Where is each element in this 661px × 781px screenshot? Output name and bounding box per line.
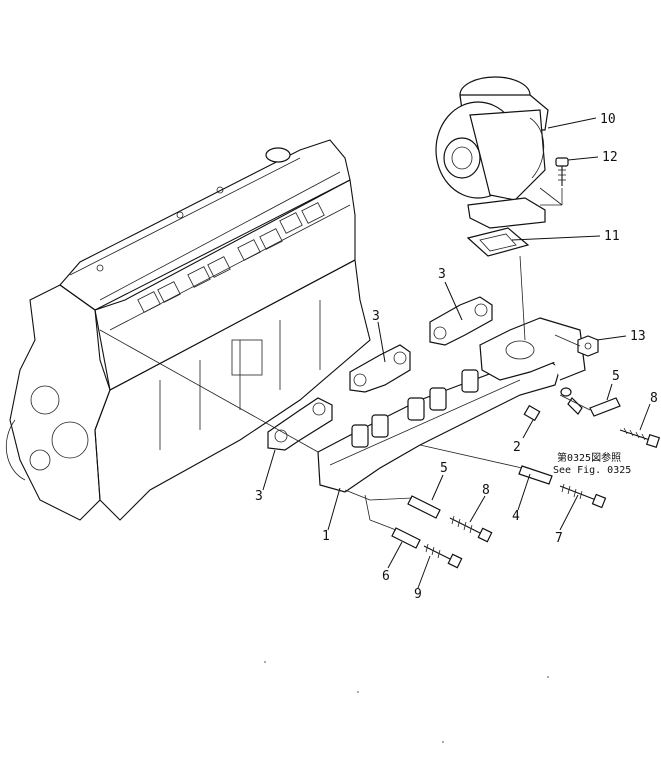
assembly-lines [99, 187, 591, 531]
callout-2: 2 [513, 440, 521, 455]
callout-4: 4 [512, 509, 520, 524]
callout-13: 13 [630, 329, 646, 344]
nut-13 [577, 335, 599, 357]
engine-block [6, 139, 371, 521]
callout-labels: 10 12 11 3 3 13 5 8 2 3 5 8 4 1 7 6 9 [255, 112, 658, 602]
callout-9: 9 [414, 587, 422, 602]
leader-lines [262, 117, 651, 589]
bolt-12 [555, 157, 569, 186]
callout-1: 1 [322, 529, 330, 544]
callout-11: 11 [604, 229, 620, 244]
callout-5-right: 5 [612, 369, 620, 384]
turbocharger [435, 76, 549, 229]
callout-3-lower: 3 [255, 489, 263, 504]
bolt-8-lower [449, 515, 493, 543]
stud-2 [523, 387, 583, 422]
reference-note-en: See Fig. 0325 [553, 465, 631, 476]
gasket-3-middle [349, 344, 411, 393]
callout-10: 10 [600, 112, 616, 127]
gasket-3-lower-left [267, 397, 333, 451]
callout-8-lower: 8 [482, 483, 490, 498]
callout-3-middle: 3 [372, 309, 380, 324]
turbo-gasket [466, 227, 530, 257]
reference-note: 第0325図参照 See Fig. 0325 [553, 451, 631, 476]
reference-note-ja: 第0325図参照 [557, 451, 621, 464]
spacer-4 [518, 465, 553, 485]
callout-7: 7 [555, 531, 563, 546]
gasket-3-upper [429, 296, 493, 346]
head-exhaust-ports [137, 202, 325, 313]
spacer-5-right [589, 397, 621, 417]
exhaust-manifold [317, 317, 586, 493]
bolt-7 [559, 483, 607, 509]
callout-5-lower: 5 [440, 461, 448, 476]
spacer-6 [391, 527, 421, 549]
callout-8-right: 8 [650, 391, 658, 406]
scan-specks [264, 661, 549, 743]
callout-3-upper: 3 [438, 267, 446, 282]
callout-6: 6 [382, 569, 390, 584]
bolt-9 [423, 543, 463, 569]
bolt-8-right [619, 427, 661, 449]
callout-12: 12 [602, 150, 618, 165]
spacer-5-lower [407, 495, 441, 519]
